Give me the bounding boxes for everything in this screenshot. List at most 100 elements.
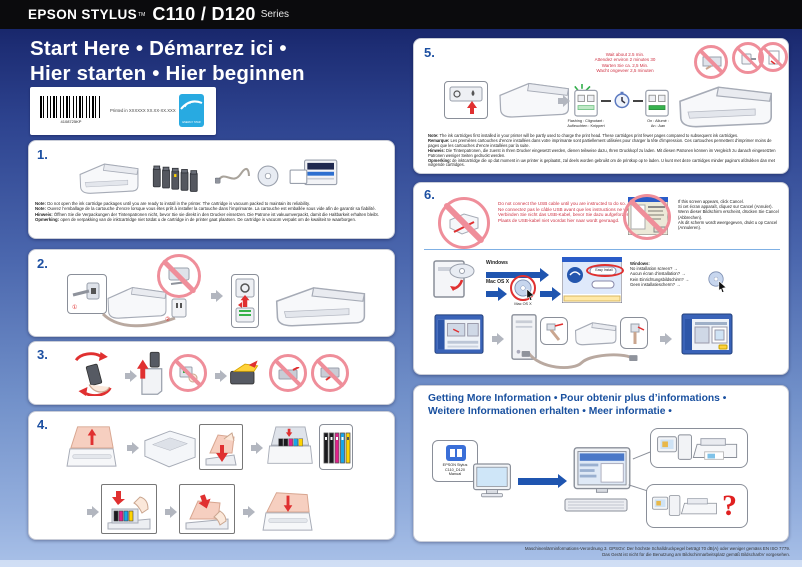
clock-icon — [614, 91, 630, 109]
cd-icon-highlight — [510, 275, 536, 301]
question-mark: ? — [722, 489, 737, 522]
panel-buttons-icon — [449, 86, 483, 114]
section-4: 4. — [28, 411, 395, 540]
power-button-inset — [231, 274, 259, 328]
printer-top-illustration — [144, 430, 196, 468]
remove-tape-illustration — [230, 360, 259, 385]
red-arrow-icon — [240, 295, 250, 307]
close-cover-icon — [185, 494, 229, 530]
wait-warning-text: Wait about 2.5 min. Attendez environ 2 m… — [594, 52, 656, 74]
step-marker-2: ② — [165, 317, 171, 323]
note-line: Note: The ink cartridges first installed… — [428, 133, 739, 138]
cursor-icon — [526, 289, 535, 301]
section-1-notes: Note: Do not open the ink cartridge pack… — [35, 201, 389, 222]
printer-rear-illustration — [107, 286, 167, 319]
hand-open-icon — [205, 432, 237, 466]
flow-arrow-icon — [486, 268, 549, 282]
cartridge-order-inset — [319, 424, 353, 470]
insert-cartridges-illustration — [267, 426, 313, 464]
step-arrow-icon — [125, 370, 137, 382]
pc-and-printer-icon — [657, 434, 738, 460]
insert-cd-illustration — [433, 260, 475, 298]
title-line-2: Hier starten • Hier beginnen — [30, 62, 305, 85]
dashed-connector — [633, 100, 643, 102]
prohibition-icon — [623, 194, 671, 240]
prohibition-icon — [758, 42, 788, 72]
section-divider — [424, 249, 780, 250]
label-box: 4108725KP Printed in XXXXXX XX.XX-XX.XXX… — [30, 87, 216, 135]
flow-arrow-icon — [486, 287, 507, 301]
energy-star-swirl-icon — [180, 100, 203, 110]
barcode — [40, 96, 102, 118]
section-2: 2. ① ② — [28, 249, 395, 337]
open-cartridge-cover-inset — [199, 424, 243, 470]
prohibition-icon — [157, 254, 201, 298]
step-arrow-icon — [243, 506, 255, 518]
brand-logo: EPSON STYLUS — [28, 7, 138, 22]
easy-install-highlight — [586, 264, 624, 277]
barcode-number: 4108725KP — [60, 119, 82, 124]
monitor-illustration — [473, 463, 511, 498]
install-progress-thumbnail — [681, 313, 733, 355]
step-number-6: 6. — [424, 187, 435, 202]
title-line-1: Start Here • Démarrez ici • — [30, 37, 287, 60]
power-plug-icon — [72, 282, 100, 300]
flashing-label: Flashing : Clignotant : Aufleuchten : Kn… — [567, 119, 605, 128]
cursor-icon — [718, 281, 727, 293]
close-printer-cover-illustration — [262, 492, 313, 531]
prohibition-icon — [169, 354, 207, 392]
ink-button-inset — [444, 81, 488, 119]
note-line: Note: Ouvrez l’emballage de la cartouche… — [35, 206, 376, 212]
manual-icon-label: EPSON Stylus C110_D120 Manual — [442, 463, 468, 477]
press-cartridge-inset — [101, 484, 157, 534]
mac-caption: Mac OS X — [514, 302, 532, 306]
keyboard-illustration — [564, 498, 628, 512]
documentation-illustration — [289, 159, 338, 186]
trademark-mark: TM — [138, 11, 146, 18]
manual-screen-illustration — [573, 447, 631, 493]
manual-desktop-icon: EPSON Stylus C110_D120 Manual — [432, 440, 478, 482]
step-arrow-icon — [165, 506, 177, 518]
section-5: 5. Wait about 2.5 min. Attendez environ … — [413, 38, 789, 174]
control-panel-icon — [235, 278, 255, 323]
prohibition-icon — [269, 354, 307, 392]
step-arrow-icon — [127, 442, 139, 454]
setup-screen-thumbnail — [434, 314, 484, 354]
flashing-light-panel-icon — [574, 84, 598, 117]
ink-cartridges-illustration — [152, 165, 198, 192]
prohibition-icon — [694, 45, 728, 79]
usb-plug-icon — [546, 323, 564, 341]
bottom-strip — [0, 560, 802, 567]
step-number-3: 3. — [37, 347, 48, 362]
section-3: 3. — [28, 341, 395, 405]
printed-in-text: Printed in XXXXXX XX.XX-XX.XXX — [110, 108, 176, 113]
note-line: Remarque: Les premières cartouches d’enc… — [428, 137, 772, 148]
note-line: Hinweis: Die Tintenpatronen, die zuerst … — [428, 147, 776, 158]
mac-label: Mac OS X — [486, 279, 510, 285]
on-light-panel-icon — [645, 89, 669, 117]
press-cartridge-icon — [107, 491, 151, 530]
info-title: Getting More Information • Pour obtenir … — [428, 393, 727, 417]
troubleshooting-callout: ? — [646, 484, 748, 528]
open-cover-illustration — [66, 426, 117, 467]
prohibition-icon — [311, 354, 349, 392]
step-number-5: 5. — [424, 45, 435, 60]
pc-and-printer-icon — [652, 495, 717, 516]
computer-tower-illustration — [511, 314, 537, 360]
prohibition-icon — [438, 197, 490, 249]
step-arrow-icon — [251, 442, 263, 454]
step-arrow-icon — [87, 506, 99, 518]
section-1: 1. — [28, 140, 395, 239]
power-cord-illustration — [101, 312, 176, 328]
step-arrow-icon — [211, 290, 223, 302]
flow-arrow-icon — [540, 287, 561, 301]
power-cable-illustration — [215, 168, 250, 184]
regulatory-footer: Maschinenlärminformations-Verordnung 3. … — [524, 546, 790, 557]
close-cartridge-cover-inset — [179, 484, 235, 534]
note-line: Opmerking: de inktcartridge die op dat m… — [428, 157, 775, 168]
step-number-1: 1. — [37, 147, 48, 162]
cancel-note-text: If this screen appears, click Cancel. Si… — [678, 199, 779, 231]
printer-illustration — [79, 163, 139, 194]
printer-illustration — [499, 82, 569, 118]
